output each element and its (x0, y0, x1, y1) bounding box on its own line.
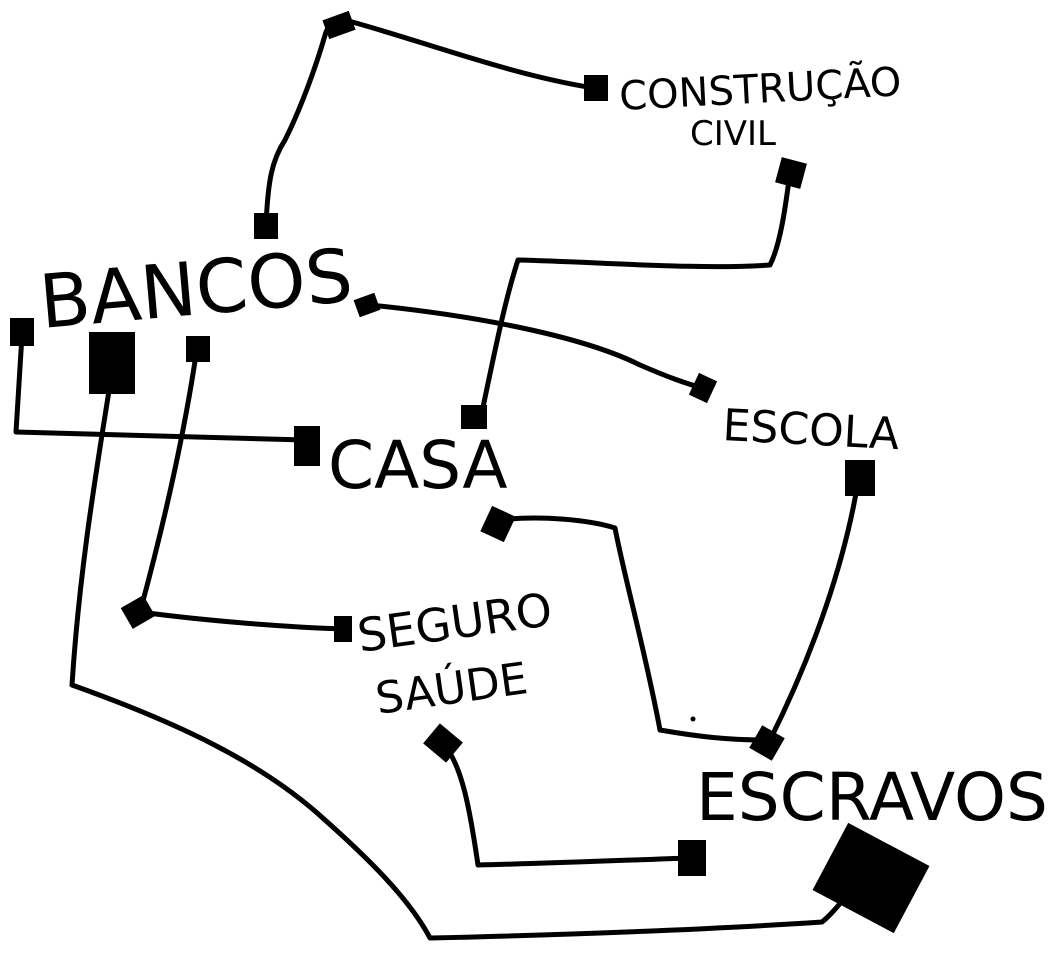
ink-dot (690, 716, 696, 722)
connector-construcao-to-casa (479, 177, 792, 415)
port-block (812, 822, 930, 934)
node-construcao-line2: CIVIL (690, 114, 776, 154)
node-casa: CASA (328, 427, 508, 504)
port-block (461, 405, 487, 429)
port-block (749, 725, 785, 761)
port-block (688, 372, 718, 404)
connector-escola-to-escravos (767, 479, 861, 743)
node-seguro-line2: SAÚDE (372, 651, 531, 725)
node-construcao-line1: CONSTRUÇÃO (618, 57, 902, 120)
port-block (480, 505, 516, 543)
port-block (254, 213, 278, 239)
node-seguro-line1: SEGURO (354, 582, 555, 663)
port-block (89, 332, 135, 394)
connector-bancos-to-escravos (69, 362, 863, 941)
port-block (353, 292, 381, 318)
port-block (186, 336, 210, 362)
port-block (334, 616, 352, 642)
connector-casa-to-escravos (497, 515, 768, 743)
node-escravos: ESCRAVOS (696, 759, 1048, 836)
connector-bancos-to-seguro (137, 345, 348, 632)
node-bancos: BANCOS (36, 233, 356, 346)
connector-bancos-to-escola (367, 302, 705, 391)
port-block (845, 460, 875, 496)
port-block (294, 426, 320, 466)
port-block (322, 10, 356, 40)
port-block (120, 595, 156, 629)
port-block (423, 723, 463, 763)
port-block (775, 157, 807, 189)
port-block (584, 75, 608, 101)
connector-seguro-to-escravos (441, 742, 693, 868)
connector-bancos-to-casa (13, 332, 308, 443)
port-block (10, 318, 34, 346)
connector-bancos-to-construcao (263, 17, 597, 228)
node-escola: ESCOLA (721, 400, 900, 460)
port-block (678, 840, 706, 876)
